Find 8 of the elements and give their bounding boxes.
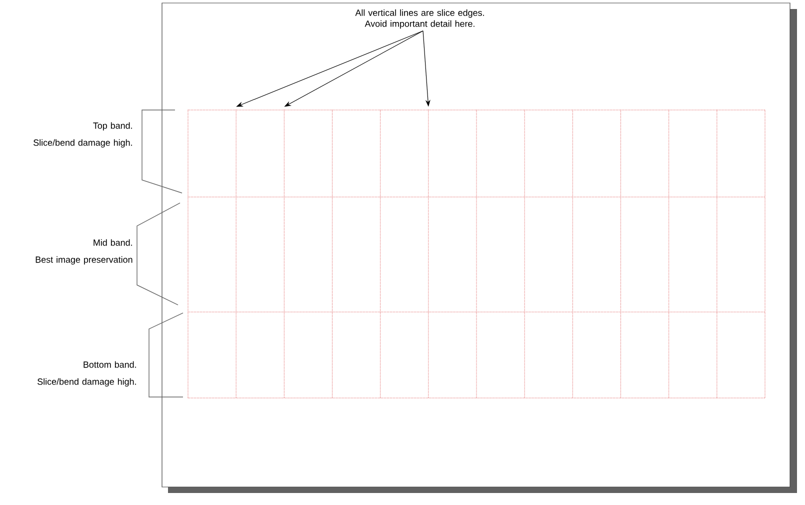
slice-edge-line [428, 110, 429, 398]
band-label: Slice/bend damage high. [34, 139, 132, 148]
band-label: Bottom band. [84, 361, 136, 368]
band-label: Best image preservation [36, 256, 132, 265]
band-label: Mid band. [94, 239, 132, 246]
callout-text: All vertical lines are slice edges. Avoid important detail here. [355, 9, 484, 29]
band-label: Slice/bend damage high. [38, 378, 136, 387]
band-label: Top band. [93, 122, 132, 131]
